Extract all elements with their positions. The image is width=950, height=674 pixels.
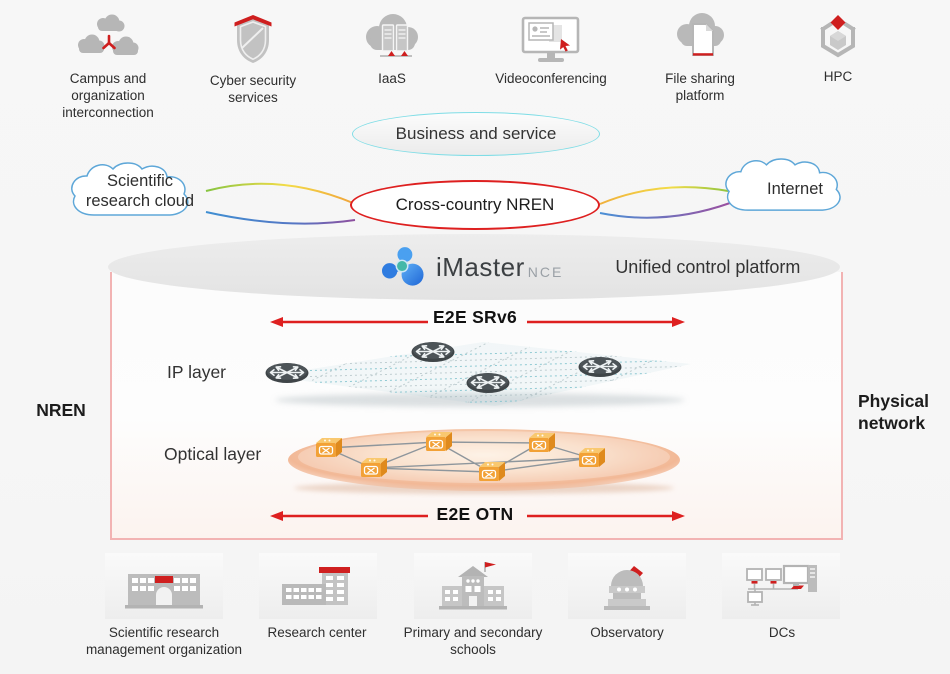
business-and-service-ellipse: Business and service [352,112,600,156]
school-icon [439,562,507,610]
unified-control-platform-label: Unified control platform [615,256,801,277]
service-label: Videoconferencing [495,71,607,86]
service-item-hpc: HPC [768,12,908,85]
service-item-videoconferencing: Videoconferencing [481,14,621,87]
observatory-dome-icon [604,566,650,610]
service-label: Campus and organization interconnection [62,71,154,120]
nren-side-label: NREN [36,400,86,420]
service-label: File sharing platform [665,71,735,103]
datacenter-computers-icon [746,564,817,606]
imaster-nce-logo-icon [382,247,424,286]
router-icon [577,356,623,378]
otn-left-arrow [270,511,428,521]
optical-ring-graphic [288,429,680,494]
optical-layer-label: Optical layer [164,444,262,464]
ip-layer-label: IP layer [167,362,227,382]
router-icon [410,341,456,363]
cross-country-nren-label: Cross-country NREN [395,195,555,214]
site-box-observatory [568,553,686,619]
business-label: Business and service [395,124,557,143]
service-item-iaas: IaaS [322,12,462,87]
campus-interconnect-icon [78,14,139,55]
service-item-campus: Campus and organization interconnection [38,12,178,121]
site-label-management: Scientific research management organizat… [85,625,243,657]
hpc-cube-icon [820,15,856,58]
physical-network-side-label: Physical network [858,391,930,433]
videoconference-monitor-icon [521,16,580,62]
site-label-schools: Primary and secondary schools [403,625,543,657]
security-shield-icon [234,15,272,63]
service-label: Cyber security services [209,73,297,105]
unified-control-platform-bar: iMaster NCE Unified control platform [108,234,840,300]
service-label: IaaS [378,71,406,86]
otn-right-arrow [527,511,685,521]
e2e-srv6-label: E2E SRv6 [432,307,518,327]
service-item-file-sharing: File sharing platform [630,12,770,104]
srv6-left-arrow [270,317,428,327]
site-box-schools [414,553,532,619]
wan-connection-lines [205,182,731,225]
site-label-dcs: DCs [768,625,796,640]
brand-imaster: iMaster [436,251,525,282]
service-item-security: Cyber security services [183,12,323,106]
scientific-research-cloud-label: Scientific research cloud [85,172,195,210]
research-center-icon [282,567,350,605]
site-box-management [105,553,223,619]
service-label: HPC [823,69,853,84]
site-label-observatory: Observatory [590,625,664,640]
srv6-right-arrow [527,317,685,327]
site-box-dcs [722,553,840,619]
site-box-research-center [259,553,377,619]
router-icon [465,372,511,394]
management-building-icon [125,574,203,609]
cloud-file-icon [677,13,724,56]
e2e-otn-label: E2E OTN [436,504,514,524]
site-label-research-center: Research center [267,625,367,640]
internet-cloud-label: Internet [767,180,823,198]
router-icon [264,362,310,384]
cloud-servers-icon [366,14,418,57]
cross-country-nren-ellipse: Cross-country NREN [350,180,600,230]
brand-nce: NCE [527,264,564,280]
